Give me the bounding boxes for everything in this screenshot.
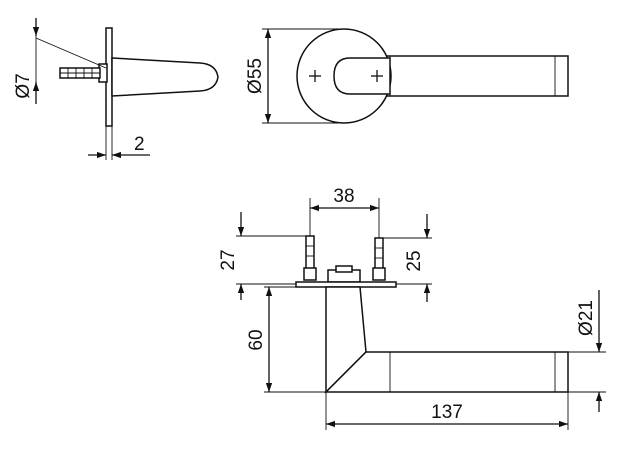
side-lever-body bbox=[111, 57, 219, 97]
dim-plate-thickness: 2 bbox=[134, 134, 145, 155]
dim-grip-diameter: Ø21 bbox=[576, 300, 597, 336]
front-view: Ø55 bbox=[245, 28, 569, 124]
dim-left-pin-height: 27 bbox=[218, 249, 239, 270]
dim-right-pin-height: 25 bbox=[404, 250, 425, 271]
fixing-pin-right bbox=[374, 237, 384, 271]
elevation-view: 38 27 25 60 Ø21 137 bbox=[218, 186, 606, 430]
dim-fixing-distance: 38 bbox=[333, 186, 354, 207]
front-hub bbox=[333, 57, 391, 95]
elev-lever-arm bbox=[324, 351, 569, 393]
side-view: Ø7 2 bbox=[13, 18, 219, 160]
dim-lever-length: 137 bbox=[431, 402, 463, 423]
dim-pin-diameter: Ø7 bbox=[13, 73, 34, 98]
dim-rose-diameter: Ø55 bbox=[245, 58, 266, 94]
dim-lever-height: 60 bbox=[246, 329, 267, 350]
fixing-pin-left bbox=[305, 235, 315, 271]
